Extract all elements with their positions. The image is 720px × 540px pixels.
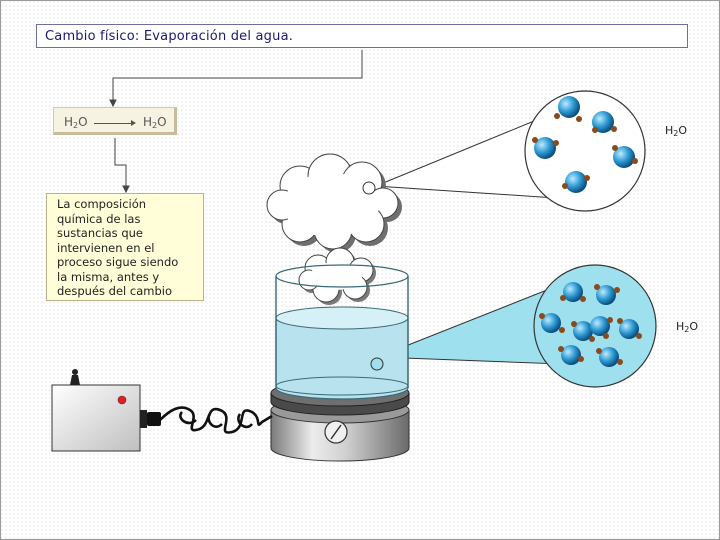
flow-connectors: [109, 50, 363, 194]
reaction-arrow-icon: [94, 120, 136, 126]
beaker-icon: [275, 264, 409, 400]
liquid-molecule-label: H2O: [676, 320, 699, 334]
power-outlet-icon: [51, 369, 161, 452]
equation-product: H2O: [143, 115, 167, 130]
water-molecule-icon: [532, 137, 559, 159]
vapor-zoom-circle: [524, 90, 646, 212]
note-line: intervienen en el: [57, 240, 155, 255]
steam-cloud-icon: [266, 153, 402, 253]
note-line: la misma, antes y: [57, 269, 160, 284]
water-molecule-icon: [592, 111, 617, 133]
note-line: La composición: [57, 197, 147, 211]
explanation-note: La composición química de las sustancias…: [46, 193, 204, 301]
note-line: después del cambio: [57, 284, 173, 298]
water-molecule-icon: [562, 171, 590, 193]
note-line: proceso sigue siendo: [57, 255, 179, 269]
slide-title: Cambio físico: Evaporación del agua.: [36, 24, 688, 48]
water-molecule-icon: [554, 96, 582, 122]
note-line: química de las: [57, 211, 141, 226]
equation-box: H2O H2O: [53, 107, 177, 135]
small-steam-cloud-icon: [298, 247, 376, 305]
dial-knob-icon: [324, 420, 348, 444]
equation-reactant: H2O: [64, 115, 88, 130]
water-molecule-icon: [612, 145, 638, 168]
note-line: sustancias que: [57, 226, 143, 240]
electric-cord-icon: [159, 406, 273, 434]
liquid-zoom-circle: [533, 264, 657, 388]
vapor-molecule-label: H2O: [665, 124, 688, 138]
